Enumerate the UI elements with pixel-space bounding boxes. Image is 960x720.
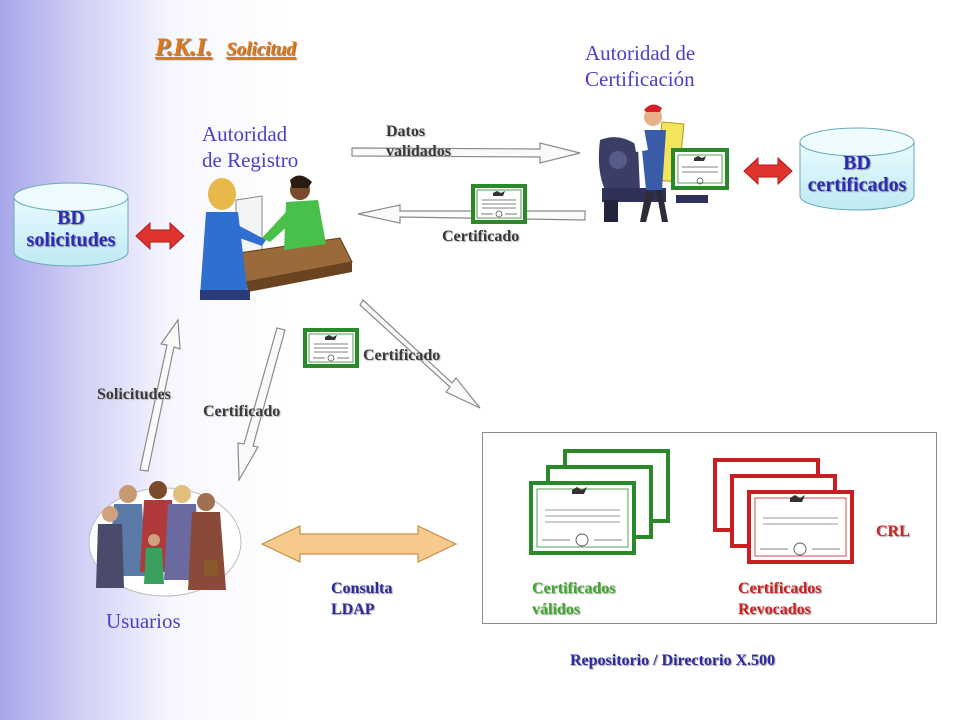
revoked-certificates-label-line1: Certificados [738,580,822,597]
ra-officers-illustration [200,175,353,300]
ra-label-line2: de Registro [202,148,299,172]
revoked-certificates-stack [713,458,854,564]
validated-data-label: Datos validados [386,122,451,162]
db-requests-cylinder [13,182,129,267]
valid-certificates-label-line1: Certificados [532,580,616,597]
ldap-query-label: Consulta LDAP [331,578,392,620]
ldap-query-label-line2: LDAP [331,601,375,618]
db-certificates-label: BD certificados [800,152,914,196]
certificate-icon-return [471,184,527,224]
ra-label-line1: Autoridad [202,122,288,146]
title-main: P.K.I. [155,34,213,61]
db-certificates-cylinder [799,127,915,211]
ldap-query-label-line1: Consulta [331,580,393,597]
cert-from-ca-label: Certificado [442,228,520,245]
db-requests-label-line2: solicitudes [26,229,116,251]
repository-caption: Repositorio / Directorio X.500 [570,652,775,669]
crl-label: CRL [876,523,910,540]
ca-label: Autoridad de Certificación [585,40,695,92]
requests-label: Solicitudes [97,386,171,403]
certificate-to-user-arrow [237,327,286,483]
page-title: P.K.I. Solicitud [155,34,296,62]
db-certificates-link-arrow [743,156,793,186]
ca-label-line2: Certificación [585,67,695,91]
revoked-certificates-label-line2: Revocados [738,601,811,618]
db-certificates-label-line2: certificados [807,174,907,196]
ca-operator-illustration [598,104,729,222]
certificate-to-repository-arrow [359,299,481,409]
validated-data-label-line2: validados [386,143,451,160]
users-label: Usuarios [106,609,181,633]
valid-certificates-label: Certificados válidos [532,578,616,620]
db-requests-label-line1: BD [57,207,85,229]
users-group-illustration [88,481,242,597]
ra-label: Autoridad de Registro [202,121,298,173]
validated-data-arrow [351,142,581,164]
requests-up-arrow [139,318,181,472]
valid-certificates-stack [529,449,670,555]
certificate-icon-repository [303,328,359,368]
valid-certificates-label-line2: válidos [532,601,581,618]
ldap-double-arrow [260,525,458,563]
db-requests-link-arrow [135,221,185,251]
validated-data-label-line1: Datos [386,123,426,140]
cert-to-repository-label: Certificado [363,347,441,364]
title-sub: Solicitud [226,39,296,60]
revoked-certificates-label: Certificados Revocados [738,578,822,620]
db-requests-label: BD solicitudes [14,207,128,251]
ca-label-line1: Autoridad de [585,41,696,65]
db-certificates-label-line1: BD [843,152,871,174]
cert-to-user-label: Certificado [203,403,281,420]
repository-box [482,432,937,624]
